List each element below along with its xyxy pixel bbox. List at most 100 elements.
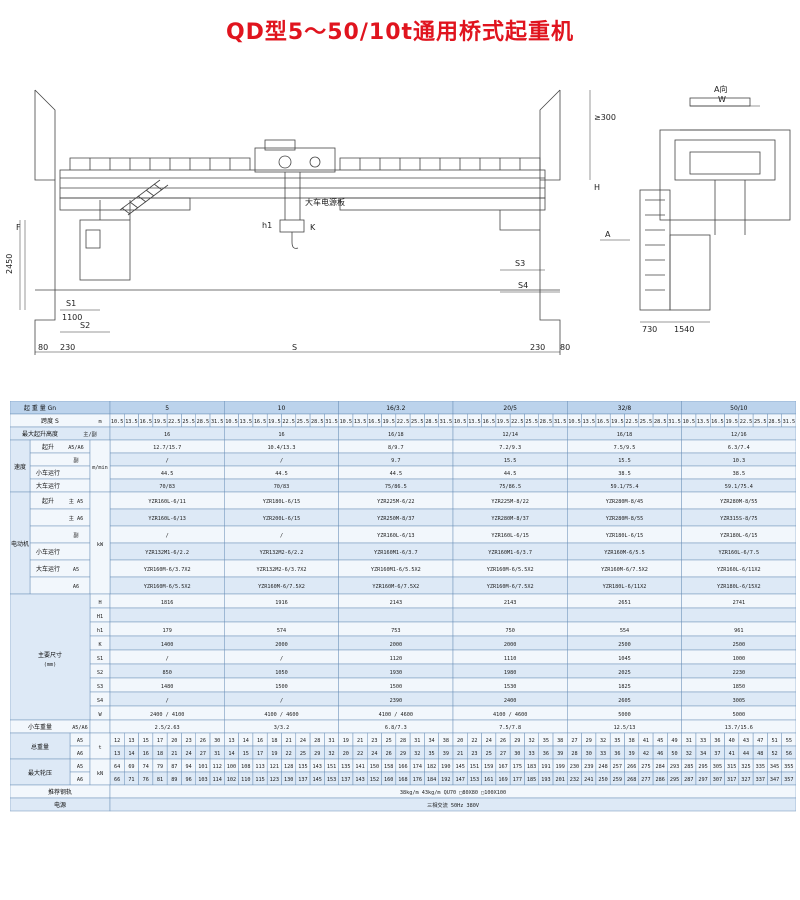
wheel-pressure-value: 101 [198, 764, 207, 770]
motor-value: / [166, 533, 169, 539]
dim-730: 730 [642, 325, 657, 334]
wheel-pressure-value: 141 [355, 764, 364, 770]
hook-block [279, 219, 305, 233]
total-weight-value: 48 [757, 751, 763, 757]
span-value: 22.5 [168, 419, 181, 425]
speed-value: 44.5 [504, 471, 517, 477]
wheel-pressure-value: 190 [441, 764, 450, 770]
motor-value: YZR180L-6/11X2 [603, 584, 647, 590]
height-value: 16/18 [617, 432, 633, 438]
span-value: 22.5 [740, 419, 753, 425]
total-weight-value: 56 [786, 751, 792, 757]
motor-value: YZR160M-6/5.5X2 [487, 567, 534, 573]
wheel-pressure-value: 199 [556, 764, 565, 770]
total-weight-value: 51 [771, 738, 777, 744]
total-weight-value: 26 [500, 738, 506, 744]
dims-value: 5000 [733, 712, 746, 718]
wheel-pressure-value: 284 [656, 764, 665, 770]
dims-value: 4100 / 4600 [493, 712, 527, 718]
wheel-pressure-value: 71 [128, 777, 134, 783]
dims-key: K [98, 642, 102, 648]
wheel-pressure-value: 327 [741, 777, 750, 783]
total-weight-value: 36 [614, 751, 620, 757]
dims-value: 4100 / 4600 [264, 712, 298, 718]
dims-value: 1050 [275, 670, 288, 676]
total-weight-value: 13 [128, 738, 134, 744]
motor-value: YZR180L-6/15 [720, 533, 757, 539]
total-weight-value: 14 [128, 751, 134, 757]
height-value: 12/14 [502, 432, 518, 438]
wheel-pressure-value: 285 [684, 764, 693, 770]
total-weight-value: 35 [614, 738, 620, 744]
span-value: 31.5 [783, 419, 796, 425]
total-weight-value: 20 [343, 751, 349, 757]
total-weight-value: 13 [114, 751, 120, 757]
wheel-pressure-value: 123 [270, 777, 279, 783]
total-weight-value: 22 [286, 751, 292, 757]
wheel-pressure-label: 最大轮压 [28, 769, 52, 777]
dim-80-left: 80 [38, 343, 48, 352]
wheel-pressure-value: 130 [284, 777, 293, 783]
span-label: 跨度 S [41, 417, 59, 425]
wheel-pressure-value: 110 [241, 777, 250, 783]
dims-value: 2400 [504, 698, 517, 704]
wheel-pressure-value: 239 [584, 764, 593, 770]
dim-1100: 1100 [62, 313, 82, 322]
motor-value: YZR160M-6/7.5X2 [372, 584, 419, 590]
dim-230-right: 230 [530, 343, 545, 352]
span-value: 31.5 [440, 419, 453, 425]
dims-cell [681, 607, 796, 623]
dim-h1: h1 [262, 221, 272, 230]
dims-group-cell [10, 593, 91, 721]
capacity-value: 50/10 [730, 405, 747, 412]
total-weight-value: 22 [357, 751, 363, 757]
wheel-pressure-value: 102 [227, 777, 236, 783]
dims-value: 2000 [275, 642, 288, 648]
trolley-weight-class: A5/A6 [72, 725, 88, 731]
wheel-pressure-value: 305 [713, 764, 722, 770]
dims-value: 1916 [275, 600, 288, 606]
span-value: 13.5 [697, 419, 710, 425]
dims-cell [224, 607, 339, 623]
total-weight-value: 15 [143, 738, 149, 744]
trolley-weight-value: 7.5/7.8 [499, 725, 521, 731]
total-weight-value: 30 [586, 751, 592, 757]
dims-value: 750 [505, 628, 514, 634]
motor-class: A6 [73, 584, 79, 590]
side-view [659, 129, 791, 221]
height-value: 12/16 [731, 432, 747, 438]
dims-value: 3005 [733, 698, 746, 704]
total-weight-value: 41 [643, 738, 649, 744]
wheel-pressure-value: 277 [641, 777, 650, 783]
dims-value: 850 [162, 670, 171, 676]
total-weight-value: 39 [443, 751, 449, 757]
total-weight-value: 24 [185, 751, 191, 757]
total-weight-value: 49 [671, 738, 677, 744]
dims-value: 1110 [504, 656, 517, 662]
power-value: 三相交流 50Hz 380V [427, 801, 479, 809]
span-value: 28.5 [768, 419, 781, 425]
dims-unit: (mm) [44, 662, 57, 668]
wheel-pressure-value: 201 [556, 777, 565, 783]
speed-value: 59.1/75.4 [725, 484, 753, 490]
span-value: 10.5 [111, 419, 124, 425]
span-value: 31.5 [668, 419, 681, 425]
total-weight-value: 23 [471, 751, 477, 757]
wheel-pressure-value: 152 [370, 777, 379, 783]
wheel-pressure-value: 160 [384, 777, 393, 783]
motor-group-label: 起升 [42, 497, 54, 505]
dim-2450: 2450 [5, 254, 14, 274]
total-weight-value: 34 [700, 751, 706, 757]
total-weight-value: 32 [328, 751, 334, 757]
capacity-value: 16/3.2 [386, 405, 405, 412]
wheel-pressure-value: 81 [157, 777, 163, 783]
wheel-pressure-value: 177 [513, 777, 522, 783]
bridge-girder [59, 169, 546, 199]
wheel-pressure-class: A5 [77, 764, 83, 770]
total-weight-value: 25 [300, 751, 306, 757]
span-value: 19.5 [268, 419, 281, 425]
wheel-pressure-value: 286 [656, 777, 665, 783]
total-weight-value: 31 [214, 751, 220, 757]
speed-value: 12.7/15.7 [153, 445, 181, 451]
total-weight-value: 33 [600, 751, 606, 757]
